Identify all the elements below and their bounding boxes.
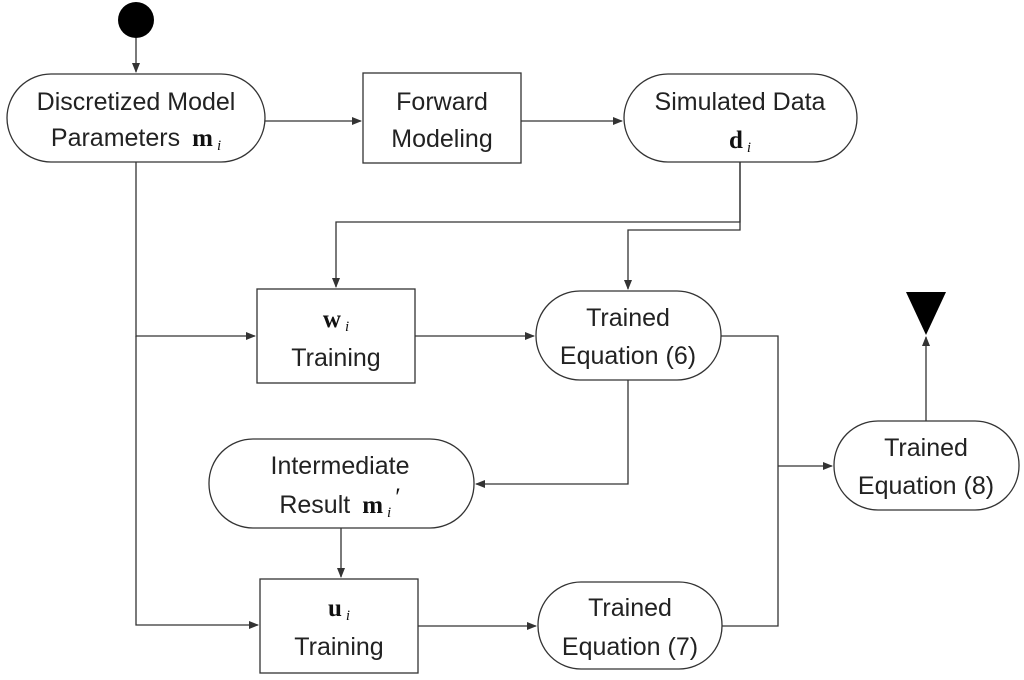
simulated-data-symbol: d i (729, 127, 751, 156)
end-node (906, 292, 946, 335)
w-training-symbol: w i (323, 306, 349, 335)
node-trained-eq8: Trained Equation (8) (833, 420, 1020, 511)
simulated-data-line1: Simulated Data (655, 88, 826, 116)
trained-eq8-line1: Trained (884, 434, 968, 462)
start-node (118, 2, 154, 38)
connector-eq6-to-merge (721, 335, 779, 466)
intermediate-result-line2: Result m i ′ (279, 484, 400, 521)
connector-params-to-u-training (135, 336, 259, 629)
trained-eq7-line1: Trained (588, 594, 672, 622)
discretized-params-line1: Discretized Model (37, 88, 236, 116)
node-u-training: u i Training (259, 578, 419, 674)
node-intermediate-result: Intermediate Result m i ′ (208, 438, 475, 529)
intermediate-result-line1: Intermediate (271, 452, 410, 480)
node-discretized-params: Discretized Model Parameters m i (6, 73, 266, 163)
node-trained-eq7: Trained Equation (7) (537, 581, 723, 670)
connector-simulated-to-w-training (332, 162, 741, 288)
u-training-label: Training (294, 633, 383, 661)
node-w-training: w i Training (256, 288, 416, 384)
w-training-label: Training (291, 344, 380, 372)
u-training-symbol: u i (328, 595, 350, 624)
forward-modeling-line2: Modeling (391, 125, 492, 153)
node-simulated-data: Simulated Data d i (623, 73, 858, 163)
trained-eq8-line2: Equation (8) (858, 472, 994, 500)
trained-eq6-line2: Equation (6) (560, 342, 696, 370)
connector-simulated-to-eq6 (624, 162, 741, 290)
discretized-params-line2: Parameters m i (51, 124, 221, 154)
node-trained-eq6: Trained Equation (6) (535, 290, 722, 381)
node-forward-modeling: Forward Modeling (362, 72, 522, 164)
trained-eq6-line1: Trained (586, 304, 670, 332)
connector-eq6-to-intermediate (475, 380, 629, 488)
trained-eq7-line2: Equation (7) (562, 633, 698, 661)
forward-modeling-line1: Forward (396, 88, 488, 116)
connector-eq7-to-merge (722, 466, 779, 627)
connector-params-to-w-training (135, 162, 256, 340)
